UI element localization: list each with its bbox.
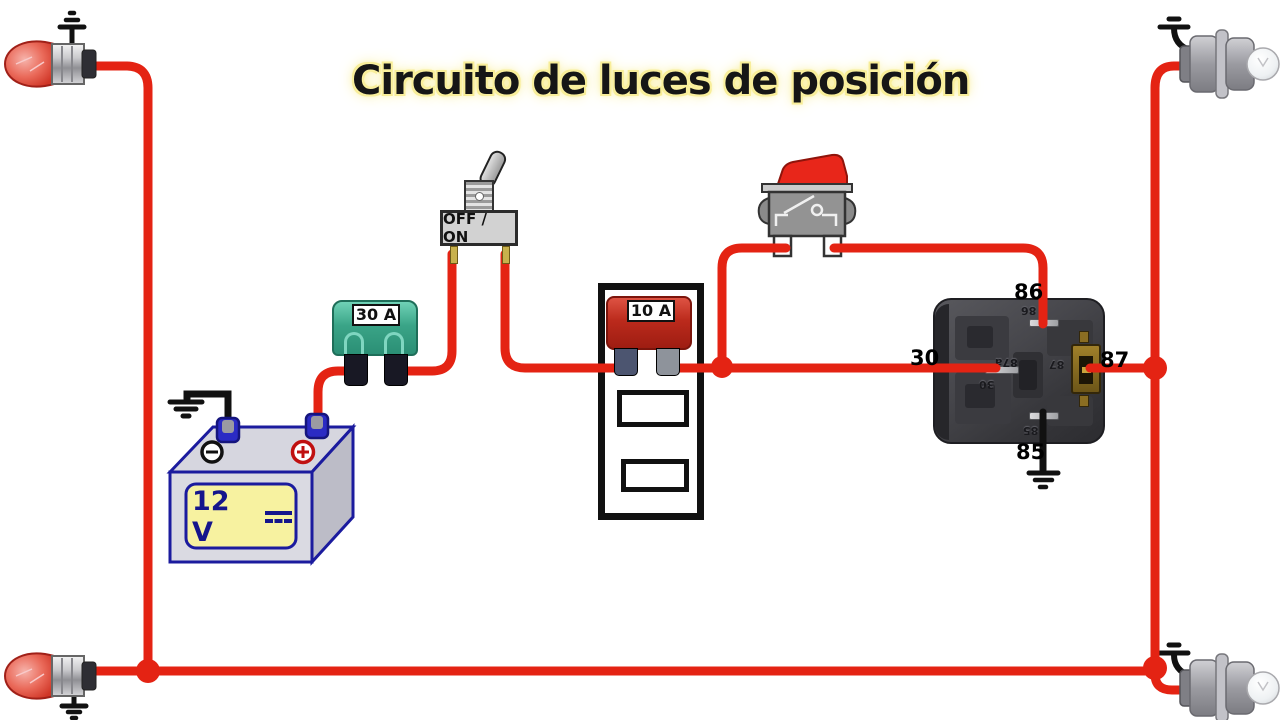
ground-icon-relay-85 (1026, 408, 1061, 490)
bulb-base (51, 655, 85, 697)
wire-left-loop (85, 61, 153, 676)
relay-molding (967, 326, 993, 348)
battery-terminal-negative (215, 416, 241, 444)
plus-icon (290, 439, 316, 465)
wire-rocker-to-relay-86 (829, 243, 1048, 329)
page-title: Circuito de luces de posición (352, 58, 970, 104)
empty-fuse-slot (617, 390, 689, 427)
relay-pin-87-tab (1079, 331, 1089, 343)
bulb-red-top-left (3, 40, 97, 88)
wire-junction-to-rocker (717, 243, 791, 371)
empty-fuse-slot (621, 459, 689, 492)
bulb-socket-bottom-right (1179, 653, 1280, 720)
toggle-label: OFF / ON (443, 210, 487, 246)
ground-icon-battery (167, 399, 205, 419)
fuse-30a-label: 30 A (352, 304, 400, 326)
fuse-arch (384, 332, 404, 354)
bulb-filament (1257, 681, 1269, 692)
fuse-arch (344, 332, 364, 354)
wire-junction-dot (136, 659, 160, 683)
wire-junction-dot (711, 356, 733, 378)
bulb-glass-clear (1246, 671, 1280, 705)
bulb-red-bottom-left (3, 652, 97, 700)
wire-junction-dot (1143, 656, 1167, 680)
rocker-ear-right (844, 197, 857, 225)
relay-terminal-30-label: 30 (910, 346, 940, 370)
fuse-10a: 10 A (606, 296, 692, 378)
bulb-contact-tip (81, 661, 97, 691)
fuse-leg (656, 348, 680, 376)
bulb-filament (1257, 57, 1269, 68)
wire-junction-dot (1143, 356, 1167, 380)
toggle-pin (502, 246, 510, 264)
fuse-30a: 30 A (332, 300, 418, 388)
fuse-leg (614, 348, 638, 376)
fuse-leg (344, 354, 368, 386)
battery-voltage-text: 12 V (192, 486, 230, 548)
relay-terminal-87-label: 87 (1100, 348, 1130, 372)
bulb-socket-top-right (1179, 29, 1280, 99)
socket-barrel (1189, 35, 1219, 93)
bulb-glass (3, 652, 55, 700)
wire-fuse30-to-toggle (395, 249, 457, 376)
switch-symbol-icon (774, 194, 838, 226)
rocker-button (776, 153, 848, 185)
bulb-contact-tip (81, 49, 97, 79)
battery-terminal-positive (304, 412, 330, 440)
socket-barrel (1189, 659, 1219, 717)
relay-terminal-85-label: 85 (1016, 440, 1046, 464)
bulb-filament (15, 668, 45, 684)
fuse-leg (384, 354, 408, 386)
bulb-glass-clear (1246, 47, 1280, 81)
battery-voltage-label: 12 V (192, 486, 292, 548)
bulb-glass (3, 40, 55, 88)
ground-icon-bulb-top-left (57, 10, 87, 51)
toggle-pin (450, 246, 458, 264)
relay-pin-87-tab (1079, 395, 1089, 407)
toggle-switch: OFF / ON (440, 148, 520, 266)
relay-molding (1019, 360, 1037, 390)
battery-label-plate (184, 482, 298, 550)
rocker-ear-left (757, 197, 770, 225)
relay-molding (965, 384, 995, 408)
wire-toggle-to-fuse10 (500, 249, 635, 373)
toggle-body: OFF / ON (440, 210, 518, 246)
minus-icon (200, 440, 224, 464)
fuse-10a-label: 10 A (627, 300, 675, 322)
toggle-neck-dot (475, 192, 484, 201)
battery (166, 423, 357, 566)
wire-right-bus (1150, 61, 1201, 673)
wire-battery-to-fuse30 (313, 366, 359, 421)
bulb-filament (15, 56, 45, 72)
dc-symbol-icon (264, 511, 292, 523)
bulb-base (51, 43, 85, 85)
relay-terminal-86-label: 86 (1014, 280, 1044, 304)
wire-battery-negative (183, 390, 232, 424)
